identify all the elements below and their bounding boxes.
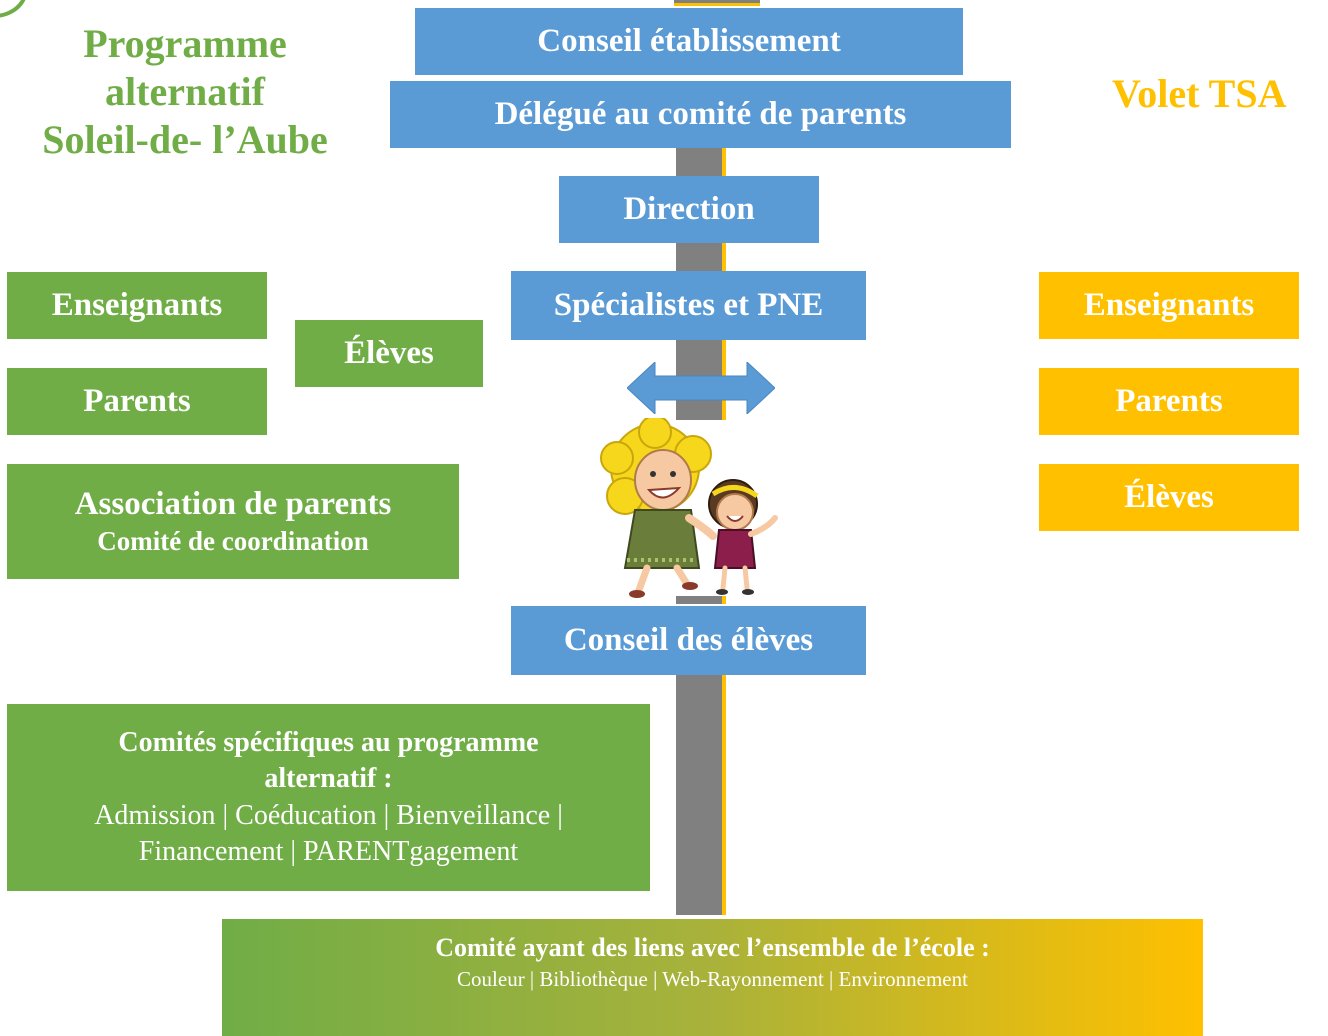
parents-box-left: Parents: [7, 368, 267, 435]
eleves-label: Élèves: [344, 334, 434, 371]
program-title-line: Soleil-de- l’Aube: [42, 117, 328, 162]
comites-list-line: Admission | Coéducation | Bienveillance …: [94, 799, 563, 831]
comites-title-line: alternatif :: [264, 763, 393, 795]
pole-segment: [676, 148, 726, 176]
association-box: Association de parents Comité de coordin…: [7, 464, 459, 579]
specialistes-box: Spécialistes et PNE: [511, 271, 866, 340]
program-title: Programme alternatif Soleil-de- l’Aube: [0, 20, 370, 164]
association-label: Association de parents: [74, 486, 392, 522]
conseil-eleves-label: Conseil des élèves: [563, 621, 814, 658]
enseignants-box-right: Enseignants: [1039, 272, 1299, 339]
parents-tsa-label: Parents: [1115, 382, 1223, 419]
direction-box: Direction: [559, 176, 819, 243]
eleves-tsa-label: Élèves: [1124, 478, 1214, 515]
children-illustration: [600, 418, 778, 598]
program-title-line: Programme: [83, 21, 287, 66]
double-arrow-icon: [627, 362, 775, 414]
delegue-label: Délégué au comité de parents: [494, 95, 907, 132]
conseil-etablissement-box: Conseil établissement: [415, 8, 963, 75]
corner-decoration: [0, 0, 28, 18]
enseignants-label: Enseignants: [51, 286, 223, 323]
coordination-label: Comité de coordination: [97, 525, 369, 556]
program-title-line: alternatif: [105, 69, 265, 114]
delegue-box: Délégué au comité de parents: [390, 81, 1011, 148]
comites-list-line: Financement | PARENTgagement: [138, 835, 519, 867]
enseignants-tsa-label: Enseignants: [1083, 286, 1255, 323]
direction-label: Direction: [623, 190, 755, 227]
eleves-box-right: Élèves: [1039, 464, 1299, 531]
top-pole-stub: [674, 0, 760, 6]
comite-ecole-list: Couleur | Bibliothèque | Web-Rayonnement…: [457, 966, 968, 991]
parents-label: Parents: [83, 382, 191, 419]
tsa-title: Volet TSA: [1112, 71, 1287, 116]
comites-title-line: Comités spécifiques au programme: [118, 726, 539, 758]
parents-box-right: Parents: [1039, 368, 1299, 435]
comites-specifiques-box: Comités spécifiques au programme alterna…: [7, 704, 650, 891]
comite-ecole-title: Comité ayant des liens avec l’ensemble d…: [435, 933, 990, 962]
enseignants-box-left: Enseignants: [7, 272, 267, 339]
pole-segment: [676, 596, 726, 604]
specialistes-label: Spécialistes et PNE: [553, 286, 824, 323]
pole-segment: [676, 675, 726, 915]
comite-ecole-box: Comité ayant des liens avec l’ensemble d…: [222, 919, 1203, 1036]
eleves-box-left: Élèves: [295, 320, 483, 387]
conseil-etablissement-label: Conseil établissement: [537, 22, 841, 59]
conseil-eleves-box: Conseil des élèves: [511, 606, 866, 675]
pole-segment: [676, 243, 726, 271]
